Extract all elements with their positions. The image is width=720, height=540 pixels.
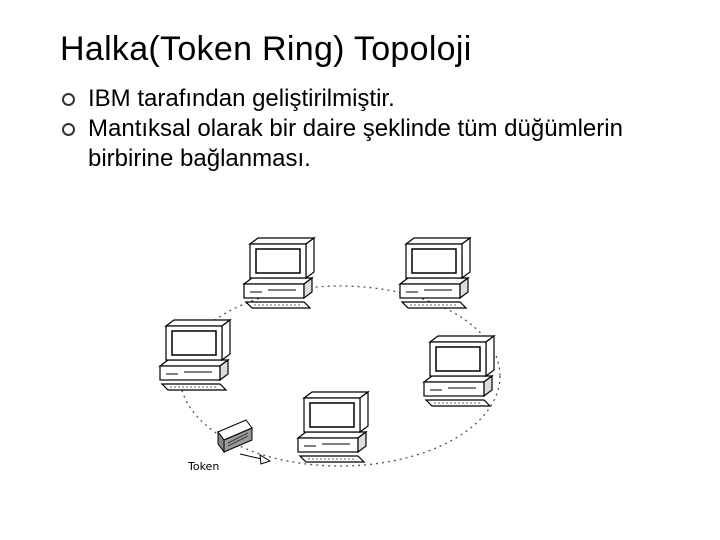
bullet-text: IBM tarafından geliştirilmiştir. xyxy=(88,85,395,112)
slide-title: Halka(Token Ring) Topoloji xyxy=(60,30,472,68)
computer-icon xyxy=(423,335,495,407)
bullet-item: Mantıksal olarak bir daire şeklinde tüm … xyxy=(62,114,662,174)
computer-icon xyxy=(159,319,231,391)
computer-icon xyxy=(399,237,471,309)
bullet-ring-icon xyxy=(62,93,75,106)
ring-path xyxy=(179,285,501,467)
token-label: Token xyxy=(187,460,219,473)
bullet-text: Mantıksal olarak bir daire şeklinde tüm … xyxy=(88,115,623,172)
bullet-item: IBM tarafından geliştirilmiştir. xyxy=(62,84,662,114)
computer-icon xyxy=(297,391,369,463)
token-direction-arrow xyxy=(239,453,272,465)
bullet-list: IBM tarafından geliştirilmiştir. Mantıks… xyxy=(62,84,662,174)
token-packet-icon xyxy=(217,419,253,454)
bullet-ring-icon xyxy=(62,123,75,136)
computer-icon xyxy=(243,237,315,309)
